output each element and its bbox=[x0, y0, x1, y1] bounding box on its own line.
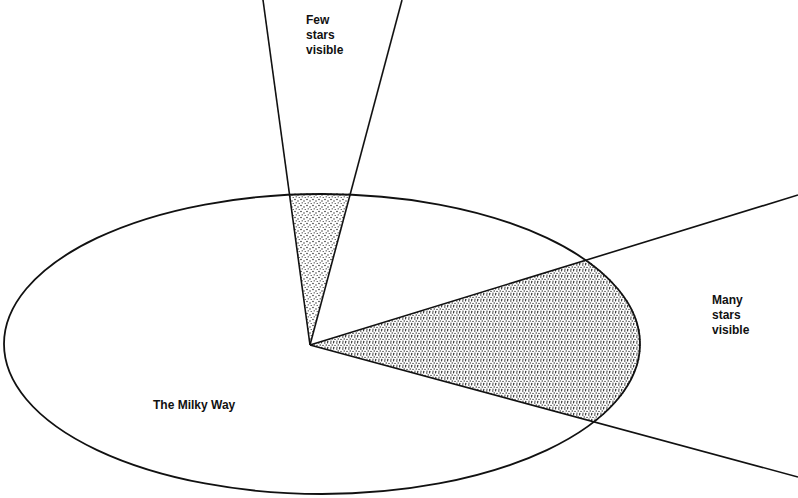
region-note: Many stars visible bbox=[712, 293, 749, 338]
region-note: Few stars visible bbox=[306, 13, 343, 58]
galaxy-outline bbox=[3, 193, 641, 495]
galaxy-name: The Milky Way bbox=[153, 398, 235, 413]
sight-line bbox=[263, 0, 310, 345]
sight-line bbox=[310, 345, 798, 477]
dense-star-wedge bbox=[310, 195, 798, 477]
galaxy-outline bbox=[4, 194, 640, 494]
sparse-star-wedge bbox=[263, 0, 402, 345]
galaxy-ellipse: The Milky Way bbox=[3, 193, 641, 495]
sight-line bbox=[310, 195, 798, 345]
